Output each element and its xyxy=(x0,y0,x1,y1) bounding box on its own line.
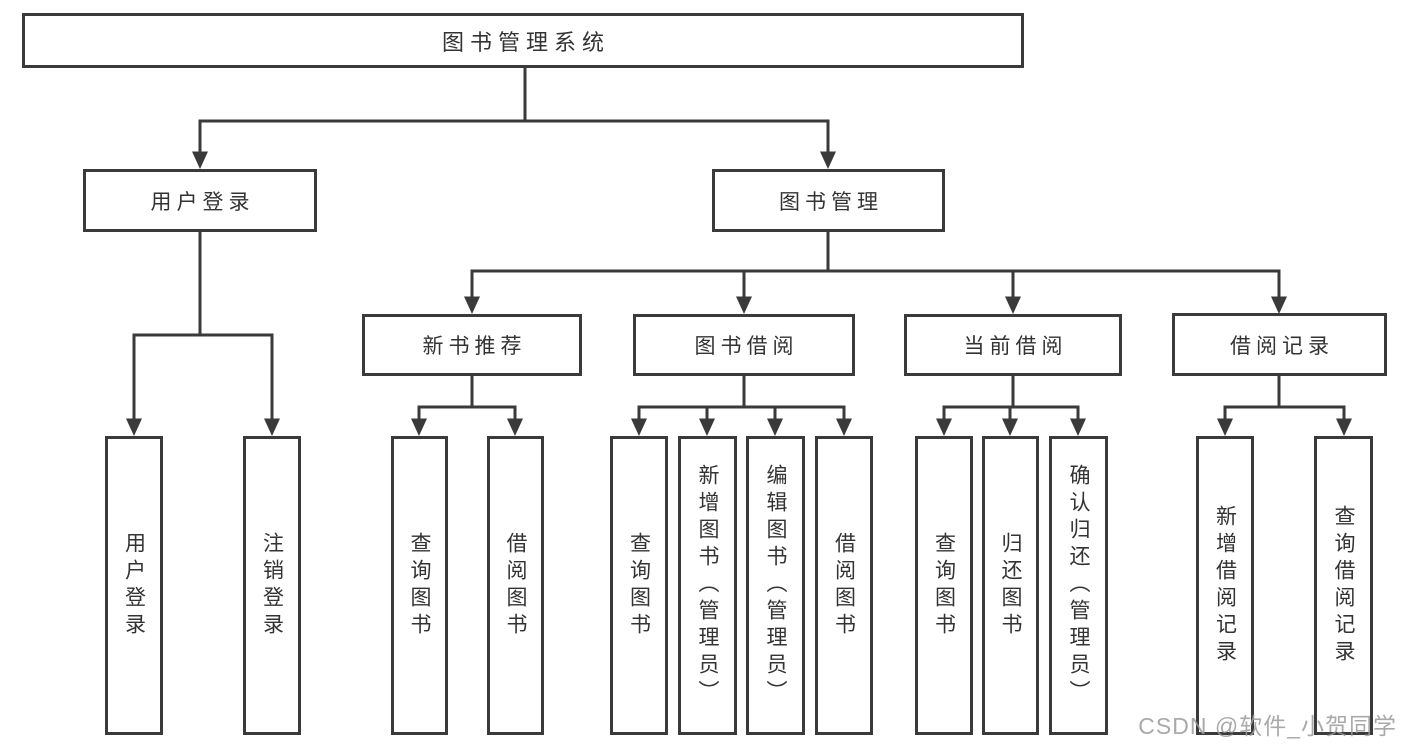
leaf-query-books-recommend: 查询图书 xyxy=(391,436,448,735)
leaf-borrow-books-recommend: 借阅图书 xyxy=(487,436,544,735)
node-new-book-recommend: 新书推荐 xyxy=(362,314,582,376)
leaf-add-borrow-record: 新增借阅记录 xyxy=(1196,436,1254,735)
node-book-management: 图书管理 xyxy=(712,169,945,232)
leaf-query-books-current: 查询图书 xyxy=(915,436,973,735)
edges-book-borrow-branch xyxy=(631,374,852,436)
leaf-user-login: 用户登录 xyxy=(105,436,163,735)
node-book-borrow: 图书借阅 xyxy=(633,314,855,376)
node-user-login: 用户登录 xyxy=(83,169,317,232)
edges-book-management-branch xyxy=(464,230,1287,314)
node-current-borrow: 当前借阅 xyxy=(904,314,1122,376)
leaf-return-books: 归还图书 xyxy=(982,436,1039,735)
leaf-logout: 注销登录 xyxy=(243,436,301,735)
leaf-query-borrow-record: 查询借阅记录 xyxy=(1314,436,1373,735)
edges-new-book-branch xyxy=(411,374,523,436)
leaf-query-books-borrow: 查询图书 xyxy=(610,436,668,735)
edges-current-borrow-branch xyxy=(936,374,1086,436)
leaf-borrow-books: 借阅图书 xyxy=(815,436,873,735)
edges-user-login-branch xyxy=(126,230,280,436)
leaf-confirm-return-admin: 确认归还（管理员） xyxy=(1049,436,1108,735)
edges-borrow-records-branch xyxy=(1217,374,1352,436)
node-library-management-system: 图书管理系统 xyxy=(22,13,1024,68)
node-borrow-records: 借阅记录 xyxy=(1172,313,1387,376)
leaf-edit-books-admin: 编辑图书（管理员） xyxy=(746,436,805,735)
leaf-add-books-admin: 新增图书（管理员） xyxy=(678,436,737,735)
edges-root-to-level2 xyxy=(192,66,836,169)
